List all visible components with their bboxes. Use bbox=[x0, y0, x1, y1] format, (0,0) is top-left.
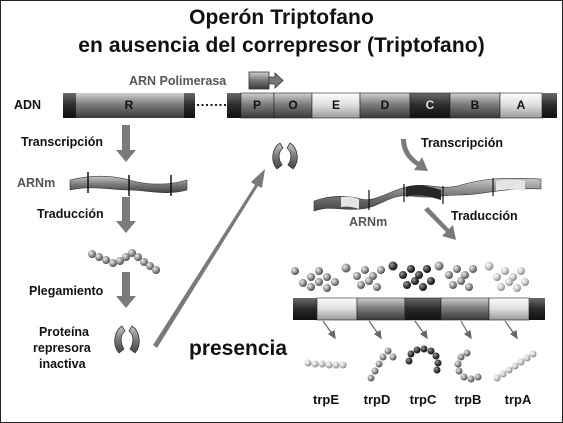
transcription-left-label: Transcripción bbox=[21, 135, 103, 149]
presence-label: presencia bbox=[189, 337, 288, 360]
protein-trpA bbox=[493, 350, 537, 382]
protein-trpC bbox=[405, 345, 442, 374]
dna-segment-c: C bbox=[425, 98, 435, 112]
dna-segment-r: R bbox=[124, 98, 134, 112]
transcription-right-arrow bbox=[401, 139, 428, 171]
repressor-near-operator bbox=[272, 142, 298, 170]
product-arrows bbox=[322, 320, 518, 340]
repressor-label-line-2: represora bbox=[33, 341, 91, 355]
dna-segment-e: E bbox=[331, 98, 340, 112]
translation-right-label: Traducción bbox=[451, 209, 518, 223]
gene-label-trpC: trpC bbox=[409, 392, 437, 407]
dna-label: ADN bbox=[14, 98, 42, 112]
mrna-right-ribbon bbox=[313, 177, 542, 212]
transcription-right-label: Transcripción bbox=[421, 136, 503, 150]
title-line-1: Operón Triptofano bbox=[189, 6, 374, 29]
dna-segment-o: O bbox=[288, 98, 298, 112]
left-flow-arrows bbox=[116, 125, 136, 308]
dna-segment-p: P bbox=[252, 98, 261, 112]
dna-operon-bar bbox=[227, 92, 557, 119]
mrna-right-label: ARNm bbox=[349, 215, 388, 229]
dna-segment-a: A bbox=[516, 98, 526, 112]
repressor-diagonal-arrow bbox=[153, 169, 265, 348]
repressor-label-line-3: inactiva bbox=[39, 357, 86, 371]
gene-label-trpD: trpD bbox=[363, 392, 391, 407]
rna-polymerase-label: ARN Polimerasa bbox=[129, 74, 227, 88]
dna-segment-b: B bbox=[470, 98, 480, 112]
gene-label-trpB: trpB bbox=[454, 392, 482, 407]
inactive-repressor-protein bbox=[114, 325, 140, 354]
gene-label-trpE: trpE bbox=[313, 392, 339, 407]
translation-right-arrow bbox=[424, 207, 456, 240]
dna-segment-d: D bbox=[380, 98, 390, 112]
ribosome-clusters bbox=[291, 261, 529, 292]
mrna-left-ribbon bbox=[69, 172, 188, 196]
mrna-translation-bar bbox=[293, 297, 545, 321]
translation-left-label: Traducción bbox=[37, 207, 104, 221]
dna-left-bar bbox=[63, 93, 195, 118]
folding-label: Plegamiento bbox=[29, 284, 104, 298]
protein-trpD bbox=[367, 347, 397, 382]
protein-trpE bbox=[304, 359, 347, 369]
protein-trpB bbox=[454, 349, 482, 383]
gene-label-trpA: trpA bbox=[504, 392, 532, 407]
rna-polymerase-icon bbox=[248, 71, 284, 90]
repressor-label-line-1: Proteína bbox=[39, 325, 90, 339]
peptide-chain-left bbox=[88, 249, 160, 274]
mrna-left-label: ARNm bbox=[17, 176, 56, 190]
title-line-2: en ausencia del correpresor (Triptofano) bbox=[78, 34, 485, 57]
